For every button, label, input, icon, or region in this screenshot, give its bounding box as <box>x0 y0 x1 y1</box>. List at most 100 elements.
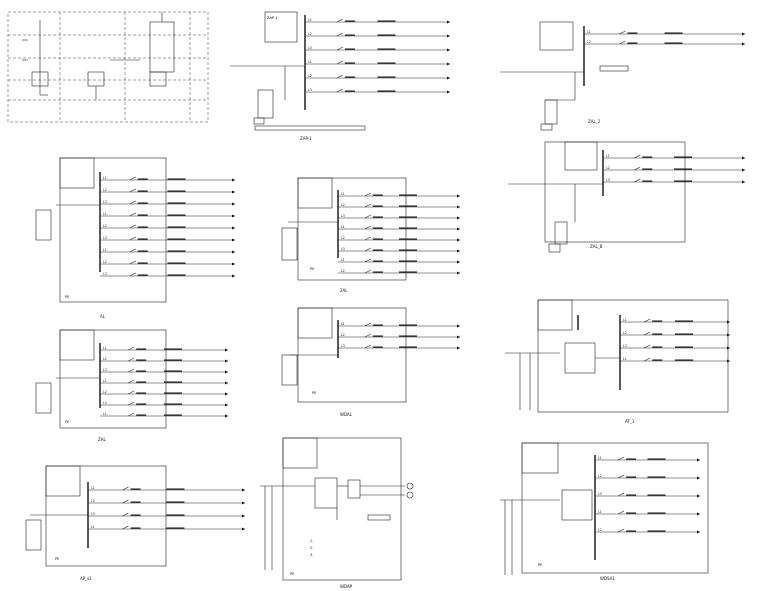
zal-lower-caption: ZAL <box>98 437 106 442</box>
circuit-row: L3 <box>603 178 745 184</box>
wdap-pe-label: PE <box>290 572 295 576</box>
circuit-label: L2 <box>341 333 345 337</box>
circuit-row: L2 <box>100 357 228 363</box>
wdap-motor-2 <box>406 491 414 499</box>
2al-pe-label: PE <box>310 267 315 271</box>
circuit-row: L2 <box>338 269 460 275</box>
circuit-row: L3 <box>100 272 235 278</box>
circuit-label: L2 <box>587 40 591 44</box>
at1-caption: AT_1 <box>625 419 635 424</box>
circuit-row: L1 <box>595 510 700 516</box>
circuit-row: L1 <box>100 248 235 254</box>
circuit-label: L3 <box>103 236 107 240</box>
circuit-label: L1 <box>341 322 345 326</box>
circuit-label: L2 <box>341 269 345 273</box>
2al-caption: 2AL <box>340 288 348 293</box>
circuit-label: L2 <box>341 236 345 240</box>
circuit-label: L1 <box>587 30 591 34</box>
circuit-row: L3 <box>338 214 460 220</box>
circuit-label: L1 <box>623 318 627 322</box>
circuit-label: L2 <box>308 32 312 36</box>
circuit-label: L1 <box>103 212 107 216</box>
circuit-row: L1 <box>100 346 228 352</box>
circuit-label: L1 <box>623 357 627 361</box>
circuit-row: L3 <box>100 368 228 374</box>
circuit-label: L1 <box>103 379 107 383</box>
circuit-label: L3 <box>103 368 107 372</box>
panel-wdap: 1. 2. 3. PE WDAP <box>260 437 414 589</box>
circuit-label: L1 <box>598 510 602 514</box>
circuit-row: L1 <box>620 357 730 363</box>
circuit-label: L3 <box>341 344 345 348</box>
circuit-label: L3 <box>308 46 312 50</box>
circuit-label: L1 <box>103 248 107 252</box>
circuit-label: L1 <box>308 60 312 64</box>
circuit-row: L2 <box>88 499 245 505</box>
zap1-caption: ZAP-1 <box>300 136 312 141</box>
wdap-note-3: 3. <box>310 553 313 557</box>
wdap-motor-1 <box>406 482 414 490</box>
circuit-row: L2 <box>595 528 700 534</box>
circuit-label: L2 <box>308 74 312 78</box>
circuit-row: L2 <box>305 32 450 38</box>
ap1-caption: AP_s1 <box>80 576 92 581</box>
circuit-label: L2 <box>103 260 107 264</box>
circuit-row: L2 <box>338 203 460 209</box>
al-caption: AL <box>100 314 106 319</box>
circuit-label: L2 <box>103 357 107 361</box>
circuit-row: L1 <box>100 379 228 385</box>
circuit-label: L2 <box>103 390 107 394</box>
circuit-row: L1 <box>620 318 730 324</box>
riser-diagram <box>7 11 209 123</box>
circuit-label: L3 <box>103 200 107 204</box>
zalb-caption: ZAL_B <box>590 244 603 249</box>
al-pe-label: PE <box>65 295 70 299</box>
circuit-label: L2 <box>341 203 345 207</box>
circuit-row: L3 <box>305 88 450 94</box>
circuit-row: L1 <box>305 18 450 24</box>
wdsa1-pe-label: PE <box>538 563 543 567</box>
wdap-note-1: 1. <box>310 539 313 543</box>
circuit-label: L3 <box>103 272 107 276</box>
circuit-row: L3 <box>88 512 245 518</box>
circuit-label: L1 <box>103 176 107 180</box>
zal-pe-label: PE <box>65 420 70 424</box>
circuit-row: L2 <box>620 331 730 337</box>
circuit-row: L2 <box>603 166 745 172</box>
circuit-row: L3 <box>305 46 450 52</box>
circuit-label: L3 <box>341 247 345 251</box>
circuit-label: L1 <box>606 154 610 158</box>
circuit-row: L2 <box>305 74 450 80</box>
circuit-label: L1 <box>91 486 95 490</box>
circuit-row: L2 <box>595 474 700 480</box>
circuit-row: L1 <box>338 258 460 264</box>
circuit-row: L1 <box>88 525 245 531</box>
circuit-row: L3 <box>595 492 700 498</box>
wdap-transformer <box>314 477 338 509</box>
circuit-label: L3 <box>606 178 610 182</box>
circuit-row: L2 <box>100 390 228 396</box>
circuit-label: L1 <box>341 225 345 229</box>
circuit-label: L1 <box>308 18 312 22</box>
circuit-row: L1 <box>100 412 228 418</box>
circuit-row: L1 <box>100 212 235 218</box>
circuit-row: L3 <box>338 247 460 253</box>
circuit-label: L3 <box>91 512 95 516</box>
circuit-label: L2 <box>598 528 602 532</box>
circuit-row: L1 <box>100 176 235 182</box>
circuit-label: L2 <box>606 166 610 170</box>
circuit-row: L2 <box>100 224 235 230</box>
circuit-label: L2 <box>598 474 602 478</box>
circuit-label: L1 <box>103 346 107 350</box>
circuit-row: L3 <box>338 344 460 350</box>
circuit-label: L3 <box>623 344 627 348</box>
circuit-row: L1 <box>338 322 460 328</box>
circuit-label: L1 <box>341 192 345 196</box>
circuit-row: L1 <box>88 486 245 492</box>
